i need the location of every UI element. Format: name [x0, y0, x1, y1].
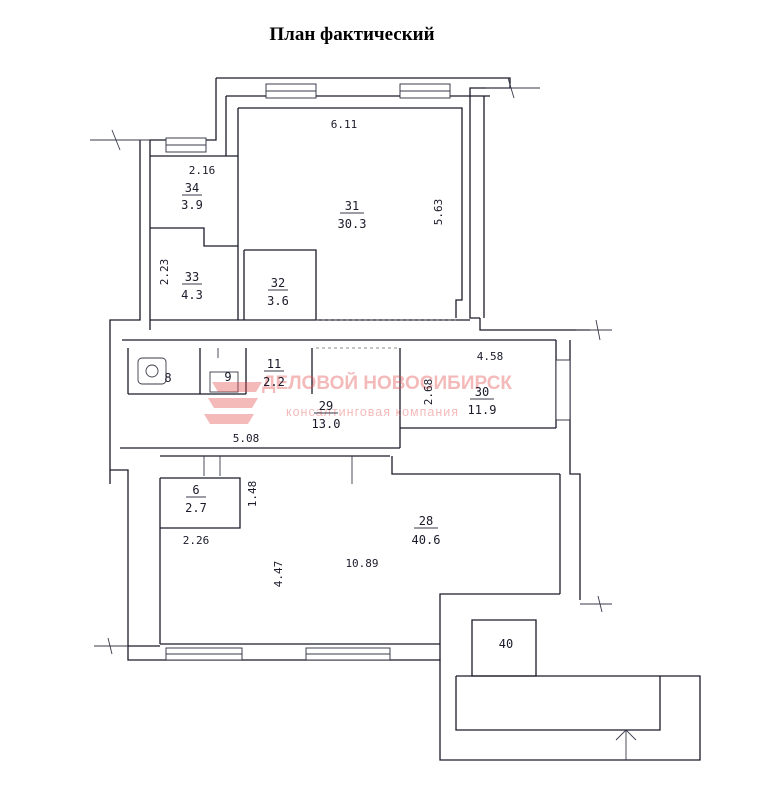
dim-10-89: 10.89	[345, 557, 378, 570]
room-11-area: 2.2	[263, 375, 285, 389]
dim-2-26: 2.26	[183, 534, 210, 547]
windows	[165, 83, 571, 661]
dim-4-58: 4.58	[477, 350, 504, 363]
room-34-area: 3.9	[181, 198, 203, 212]
watermark-logo	[204, 382, 262, 424]
watermark: ДЕЛОВОЙ НОВОСИБИРСК консалтинговая компа…	[204, 372, 512, 424]
room-40-number: 40	[499, 637, 513, 651]
room-29-number: 29	[319, 399, 333, 413]
room-33-area: 4.3	[181, 288, 203, 302]
room-32-number: 32	[271, 276, 285, 290]
dim-2-23: 2.23	[158, 259, 171, 286]
dimensions: 6.11 5.63 2.16 2.23 4.58 2.68 5.08 1.48 …	[158, 118, 503, 587]
fixtures	[137, 348, 353, 484]
interior-walls	[120, 107, 560, 677]
room-30-number: 30	[475, 385, 489, 399]
dim-2-68: 2.68	[422, 379, 435, 406]
room-8-number: 8	[164, 371, 171, 385]
room-28-area: 40.6	[412, 533, 441, 547]
balcony	[439, 660, 701, 761]
page-title: План фактический	[269, 24, 435, 45]
dashed-partitions	[316, 319, 456, 349]
room-labels: 34 3.9 31 30.3 33 4.3 32 3.6 8 9 11 2.2 …	[164, 181, 513, 651]
watermark-subtitle: консалтинговая компания	[286, 405, 459, 419]
room-11-number: 11	[267, 357, 281, 371]
room-33-number: 33	[185, 270, 199, 284]
dim-1-48: 1.48	[246, 481, 259, 508]
room-9-number: 9	[224, 370, 231, 384]
dim-6-11: 6.11	[331, 118, 358, 131]
dim-5-63: 5.63	[432, 199, 445, 226]
break-marks	[90, 77, 612, 655]
room-31-number: 31	[345, 199, 359, 213]
room-31-area: 30.3	[338, 217, 367, 231]
dim-4-47: 4.47	[272, 561, 285, 588]
outer-walls	[109, 77, 590, 661]
room-34-number: 34	[185, 181, 199, 195]
room-28-number: 28	[419, 514, 433, 528]
dim-5-08: 5.08	[233, 432, 260, 445]
watermark-name: ДЕЛОВОЙ НОВОСИБИРСК	[262, 372, 512, 394]
room-32-area: 3.6	[267, 294, 289, 308]
dim-2-16: 2.16	[189, 164, 216, 177]
room-29-area: 13.0	[312, 417, 341, 431]
room-30-area: 11.9	[468, 403, 497, 417]
room-6-area: 2.7	[185, 501, 207, 515]
room-6-number: 6	[192, 483, 199, 497]
